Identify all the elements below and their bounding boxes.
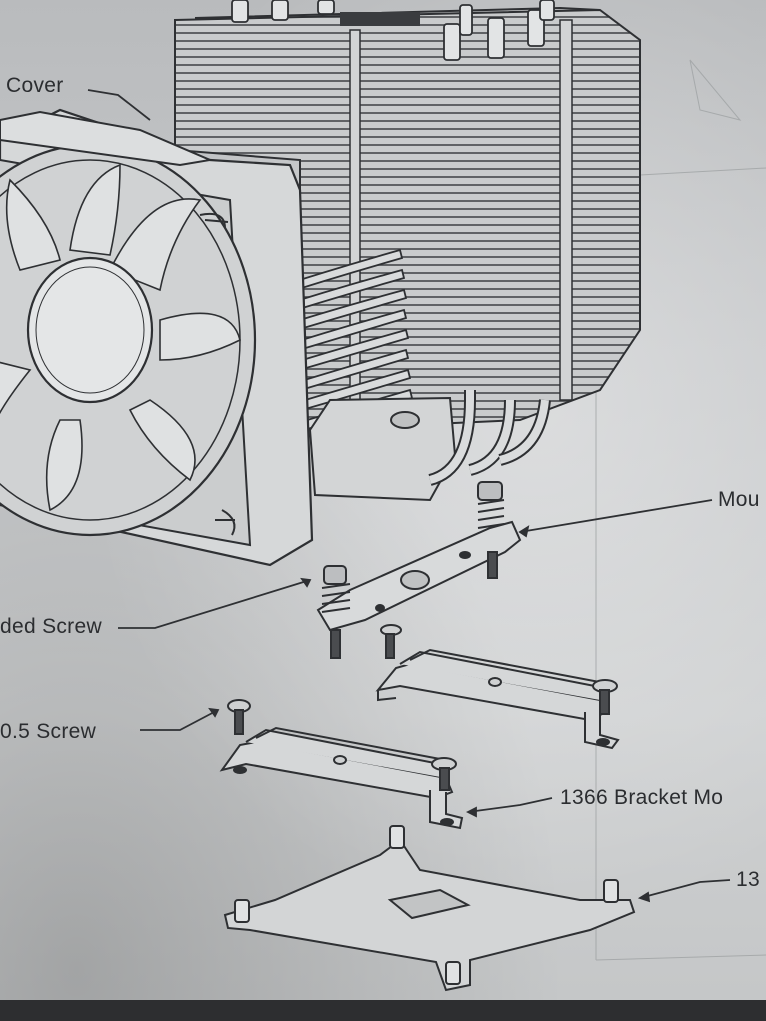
bracket-rail-lower [219, 699, 464, 830]
spring-screw-label: ded Screw [0, 615, 102, 638]
backplate [223, 825, 636, 992]
bracket-label: 1366 Bracket Mo [560, 786, 724, 809]
cover-label: Cover [6, 74, 64, 97]
backplate-label: 13 [736, 868, 760, 891]
heatsink-fin-stack [174, 0, 641, 432]
small-screw-label: 0.5 Screw [0, 720, 97, 743]
bracket-rail-upper [375, 648, 620, 750]
mounting-plate [316, 481, 522, 659]
page-bottom-edge [0, 1000, 766, 1021]
leader-lines [87, 89, 731, 903]
spring-screw-right [477, 481, 505, 579]
cooler-base [308, 390, 551, 502]
spring-screw-left [321, 565, 351, 659]
fan-assembly [0, 108, 314, 567]
small-screw-left [227, 699, 251, 735]
small-screw-mid [380, 624, 402, 659]
mounting-plate-label: Mou [718, 488, 760, 511]
